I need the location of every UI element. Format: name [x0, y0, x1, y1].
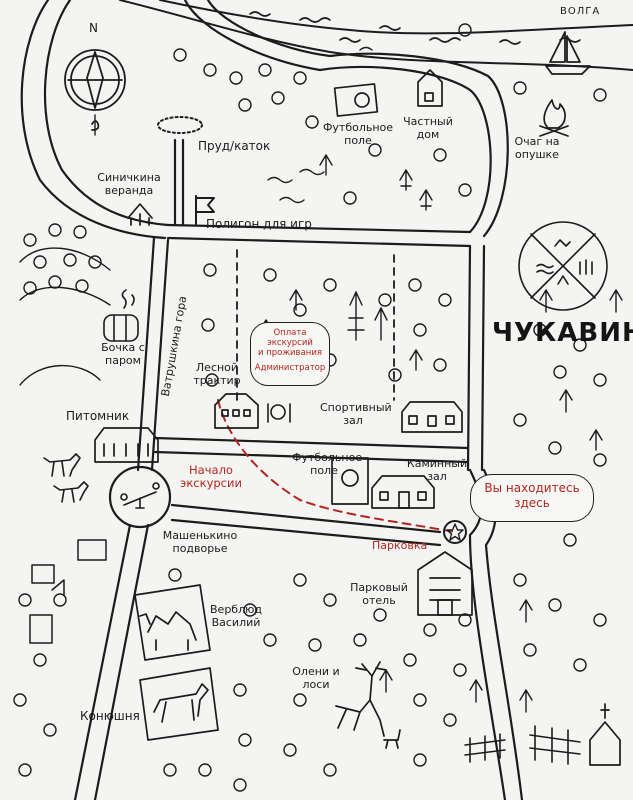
- flag-icon: [195, 195, 215, 225]
- trees-pine: [259, 154, 623, 713]
- place-campfire[interactable]: Очаг на опушке: [514, 135, 560, 161]
- football-field-icon: [331, 457, 369, 505]
- grass-marks: [19, 46, 373, 386]
- sport-hall-icon: [401, 401, 463, 433]
- place-football-top[interactable]: Футбольное поле: [322, 121, 394, 147]
- place-sport-hall[interactable]: Спортивный зал: [320, 401, 392, 427]
- private-house-icon: [417, 69, 443, 107]
- deer-icon: [335, 661, 401, 749]
- church-icon: [589, 703, 621, 766]
- fireplace-hall-icon: [371, 475, 435, 509]
- trees-round: [13, 23, 607, 792]
- place-park-hotel[interactable]: Парковый отель: [350, 581, 408, 607]
- dashed-paths: [236, 249, 395, 401]
- place-camel[interactable]: Верблюд Василий: [210, 603, 262, 629]
- village-title: ЧУКАВИНО: [492, 318, 633, 348]
- admin-line-2: и проживания: [258, 347, 322, 358]
- compass-icon: [64, 49, 126, 136]
- fence-icon: [464, 725, 581, 765]
- place-pond[interactable]: Пруд/каток: [198, 139, 271, 153]
- compass-north-label: N: [89, 21, 98, 35]
- park-hotel-icon: [417, 551, 473, 616]
- tour-start-label[interactable]: Начало экскурсии: [180, 463, 242, 491]
- place-barrel[interactable]: Бочка с паром: [101, 341, 145, 367]
- pond-icon: [157, 116, 203, 134]
- tavern-icon: [214, 393, 259, 429]
- cutlery-icon: [267, 403, 291, 423]
- sailboat-icon: [545, 31, 591, 75]
- dog-icon: [43, 453, 81, 477]
- tour-route: [217, 399, 456, 533]
- admin-bubble[interactable]: Оплата экскурсий и проживания Администра…: [250, 322, 330, 386]
- veranda-icon: [127, 203, 153, 226]
- place-private-house[interactable]: Частный дом: [403, 115, 453, 141]
- place-football-mid[interactable]: Футбольное поле: [292, 451, 363, 477]
- place-deer[interactable]: Олени и лоси: [292, 665, 340, 691]
- place-polygon[interactable]: Полигон для игр: [206, 217, 312, 231]
- place-fireplace-hall[interactable]: Каминный зал: [406, 457, 468, 483]
- horse-icon: [139, 667, 219, 741]
- nursery-icon: [94, 427, 159, 463]
- parking-label[interactable]: Парковка: [372, 539, 428, 552]
- barrel-sauna-icon: [103, 289, 139, 342]
- admin-line-3: Администратор: [254, 363, 326, 374]
- you-are-here-label: Вы находитесь здесь: [484, 481, 580, 510]
- you-are-here-bubble[interactable]: Вы находитесь здесь: [470, 474, 594, 522]
- campfire-icon: [539, 99, 569, 137]
- place-veranda[interactable]: Синичкина веранда: [97, 171, 161, 197]
- river-label: ВОЛГА: [560, 6, 601, 17]
- emblem-icon: [518, 221, 608, 311]
- place-nursery[interactable]: Питомник: [66, 409, 130, 423]
- place-stable[interactable]: Конюшня: [80, 709, 140, 723]
- admin-line-1: Оплата экскурсий: [267, 328, 313, 348]
- river-volga: [119, 0, 633, 71]
- place-courtyard[interactable]: Машенькино подворье: [162, 529, 238, 555]
- dog-icon: [53, 481, 89, 503]
- football-field-icon: [333, 83, 379, 117]
- you-are-here-star-icon: [443, 520, 467, 544]
- ruins-icon: [29, 539, 107, 644]
- place-tavern[interactable]: Лесной трактир: [193, 361, 241, 387]
- camel-icon: [134, 584, 211, 661]
- playground-icon: [120, 482, 160, 509]
